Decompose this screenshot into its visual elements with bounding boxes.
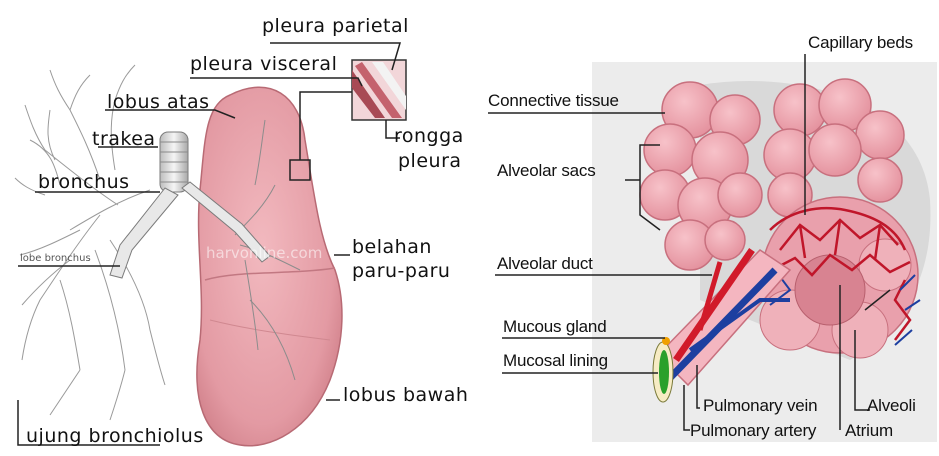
label-lobe-bronchus: lobe bronchus bbox=[20, 254, 91, 264]
label-alveolar-duct: Alveolar duct bbox=[497, 255, 593, 272]
label-pulmonary-artery: Pulmonary artery bbox=[690, 422, 816, 439]
left-main-bronchus bbox=[110, 188, 178, 278]
label-mucous-gland: Mucous gland bbox=[503, 318, 606, 335]
label-alveoli: Alveoli bbox=[867, 397, 916, 414]
bronchial-tree bbox=[15, 65, 165, 420]
label-lobus-bawah: lobus bawah bbox=[343, 386, 468, 405]
label-pleura-visceral: pleura visceral bbox=[190, 55, 337, 74]
lung-body bbox=[197, 87, 342, 445]
right-alveoli-diagram bbox=[488, 54, 937, 442]
label-belahan: belahan bbox=[352, 238, 432, 257]
label-bronchus: bronchus bbox=[38, 173, 130, 192]
label-lobus-atas: lobus atas bbox=[107, 93, 210, 112]
label-paru-paru: paru-paru bbox=[352, 262, 450, 281]
watermark-text: harvonline.com bbox=[206, 244, 322, 262]
label-connective-tissue: Connective tissue bbox=[488, 92, 619, 109]
label-alveolar-sacs: Alveolar sacs bbox=[497, 162, 596, 179]
label-atrium: Atrium bbox=[845, 422, 893, 439]
label-ujung-bronchiolus: ujung bronchiolus bbox=[26, 427, 204, 446]
label-pleura: pleura bbox=[398, 152, 462, 171]
label-rongga: rongga bbox=[394, 127, 464, 146]
label-mucosal-lining: Mucosal lining bbox=[503, 352, 608, 369]
label-trakea: trakea bbox=[92, 130, 156, 149]
label-capillary-beds: Capillary beds bbox=[808, 34, 913, 51]
label-pleura-parietal: pleura parietal bbox=[262, 17, 409, 36]
label-pulmonary-vein: Pulmonary vein bbox=[703, 397, 817, 414]
